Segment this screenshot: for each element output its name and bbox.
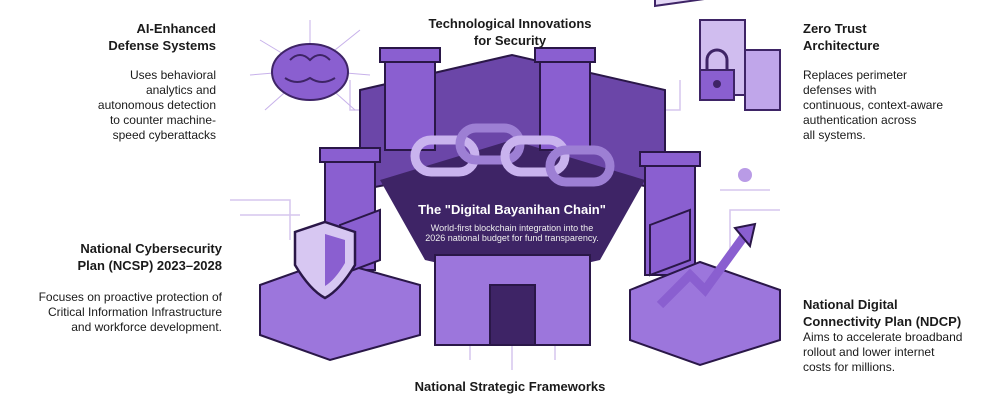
ndcp-title: National Digital Connectivity Plan (NDCP… [803,297,962,329]
zero-trust-title: Zero Trust Architecture [803,21,880,53]
ai-defense-block: AI-Enhanced Defense Systems Uses behavio… [20,20,216,143]
chain-icon [410,123,615,187]
zero-trust-body: Replaces perimeter defenses with continu… [803,68,944,142]
ai-defense-body: Uses behavioral analytics and autonomous… [97,68,216,142]
center-title: The "Digital Bayanihan Chain" [418,202,606,217]
ncsp-block: National Cybersecurity Plan (NCSP) 2023–… [0,240,222,335]
bottom-heading: National Strategic Frameworks [414,379,606,394]
ncsp-body: Focuses on proactive protection of Criti… [38,290,222,334]
growth-arrow-icon [656,222,757,309]
ai-defense-title: AI-Enhanced Defense Systems [108,21,216,53]
ncsp-title: National Cybersecurity Plan (NCSP) 2023–… [77,241,222,273]
shield-icon [293,220,357,300]
center-description: World-first blockchain integration into … [425,223,599,243]
zero-trust-block: Zero Trust Architecture Replaces perimet… [803,20,998,143]
ndcp-block: National Digital Connectivity Plan (NDCP… [803,296,1000,375]
brain-icon [249,20,371,111]
ndcp-body: Aims to accelerate broadband rollout and… [803,330,963,374]
top-heading: Technological Innovations for Security [428,16,592,48]
front-walls [259,208,781,367]
lock-panels-icon [654,0,781,182]
